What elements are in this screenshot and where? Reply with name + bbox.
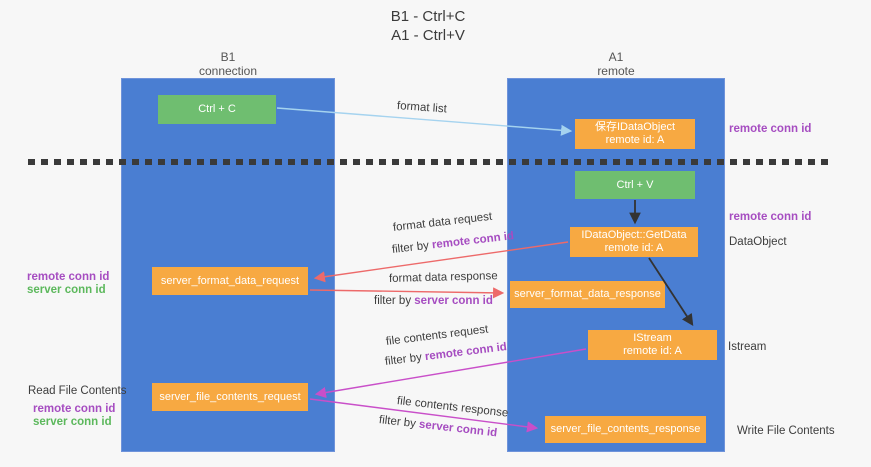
node-save-dataobject: 保存IDataObject remote id: A	[575, 119, 695, 149]
node-server-format-data-response-label: server_format_data_response	[514, 288, 661, 300]
node-ctrl-c-label: Ctrl + C	[198, 103, 236, 115]
annotation-dataobject: DataObject	[729, 236, 787, 248]
node-getdata-line2: remote id: A	[604, 242, 664, 254]
arrow-format-data-response	[309, 287, 505, 299]
label-filter-format-data-request: filter by remote conn id	[391, 230, 514, 256]
diagram-title: B1 - Ctrl+C A1 - Ctrl+V	[338, 7, 518, 45]
node-server-format-data-request: server_format_data_request	[152, 267, 308, 295]
left-column-header: B1 connection	[121, 50, 335, 78]
title-line-1: B1 - Ctrl+C	[390, 8, 466, 25]
node-server-file-contents-request: server_file_contents_request	[152, 383, 308, 411]
annotation-write-file-contents: Write File Contents	[737, 425, 835, 437]
filter-key: server conn id	[414, 295, 493, 307]
node-server-file-contents-request-label: server_file_contents_request	[159, 390, 301, 403]
annotation-read-file-contents: Read File Contents	[28, 385, 127, 397]
node-getdata-line1: IDataObject::GetData	[581, 229, 687, 241]
annotation-server-conn-id-left2: server conn id	[33, 416, 112, 428]
label-format-data-request: format data request	[392, 210, 493, 234]
node-save-dataobject-line2: remote id: A	[605, 134, 665, 146]
label-filter-format-data-response: filter by server conn id	[374, 295, 493, 307]
node-ctrl-c: Ctrl + C	[158, 95, 276, 124]
filter-prefix: filter by	[378, 414, 417, 431]
annotation-remote-conn-id-left2: remote conn id	[33, 403, 116, 415]
annotation-remote-conn-id-left1: remote conn id	[27, 271, 110, 283]
filter-prefix: filter by	[384, 351, 423, 368]
label-format-list: format list	[396, 100, 448, 116]
node-idataobject-getdata: IDataObject::GetData remote id: A	[570, 227, 698, 257]
label-file-contents-response: file contents response	[396, 395, 509, 420]
label-filter-file-contents-response: filter by server conn id	[378, 414, 498, 439]
annotation-server-conn-id-left1: server conn id	[27, 284, 106, 296]
node-server-file-contents-response-label: server_file_contents_response	[550, 423, 701, 435]
node-istream: IStream remote id: A	[588, 330, 717, 360]
node-istream-line2: remote id: A	[623, 345, 682, 357]
node-save-dataobject-line1: 保存IDataObject	[594, 121, 676, 133]
node-ctrl-v-label: Ctrl + V	[616, 178, 654, 191]
annotation-remote-conn-id-mid: remote conn id	[729, 211, 812, 223]
filter-key: server conn id	[418, 418, 498, 440]
phase-separator-dashed-line	[28, 159, 833, 165]
left-column-subtitle: connection	[198, 64, 258, 78]
annotation-remote-conn-id-top: remote conn id	[729, 123, 812, 135]
right-column-name: A1	[608, 50, 624, 64]
filter-key: remote conn id	[431, 230, 515, 252]
node-istream-line1: IStream	[633, 332, 672, 344]
node-server-format-data-request-label: server_format_data_request	[160, 274, 300, 287]
left-column-name: B1	[220, 50, 236, 64]
label-format-data-response: format data response	[388, 270, 498, 285]
right-column-header: A1 remote	[507, 50, 725, 78]
node-server-file-contents-response: server_file_contents_response	[545, 416, 706, 443]
right-column-subtitle: remote	[597, 64, 635, 78]
node-server-format-data-response: server_format_data_response	[510, 281, 665, 308]
title-line-2: A1 - Ctrl+V	[391, 27, 465, 44]
node-ctrl-v: Ctrl + V	[575, 171, 695, 199]
filter-key: remote conn id	[424, 341, 508, 364]
filter-prefix: filter by	[374, 295, 412, 307]
annotation-istream: Istream	[728, 341, 767, 353]
filter-prefix: filter by	[391, 239, 430, 256]
